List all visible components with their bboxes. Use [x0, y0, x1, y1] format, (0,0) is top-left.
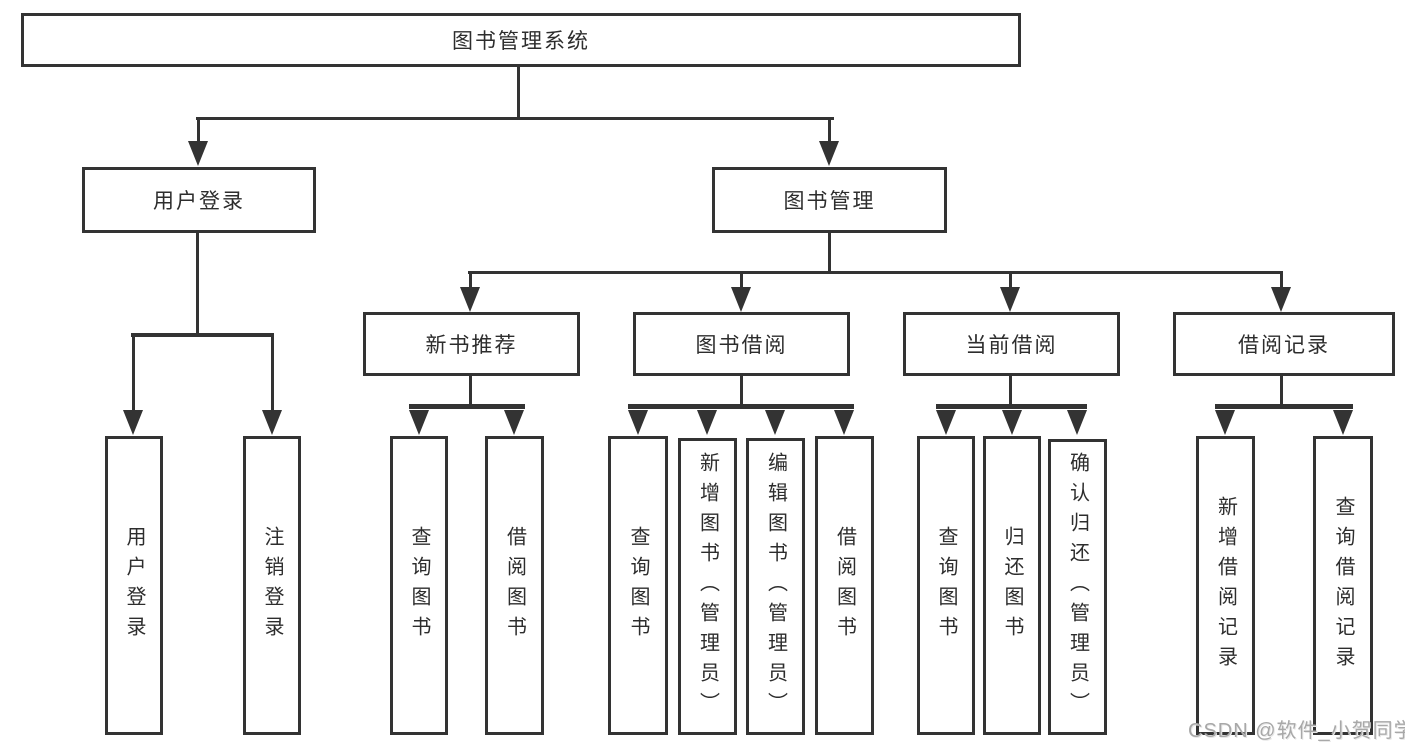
- management-arrow-stem-line: [828, 119, 831, 143]
- down-arrowhead: [628, 410, 648, 435]
- down-arrowhead: [765, 410, 785, 435]
- node-book-borrowing: 图书借阅: [633, 312, 850, 376]
- leaf-borrow-add-books-admin: 新增图书（管理员）: [678, 438, 737, 735]
- leaf-borrow-borrow-books: 借阅图书: [815, 436, 874, 735]
- leaf-label: 借阅图书: [833, 525, 856, 646]
- down-arrowhead: [123, 410, 143, 435]
- leaf-current-confirm-return-admin: 确认归还（管理员）: [1048, 439, 1107, 735]
- node-book-management: 图书管理: [712, 167, 947, 233]
- newbook-branch-bar: [409, 404, 525, 409]
- leaf-label: 新增图书（管理员）: [696, 451, 719, 722]
- leaf-label: 查询图书: [408, 525, 430, 646]
- leaf-records-add-record: 新增借阅记录: [1196, 436, 1255, 735]
- root-stem-line: [517, 67, 520, 117]
- leaf-label: 新增借阅记录: [1214, 495, 1237, 676]
- leaf-label: 借阅图书: [503, 525, 526, 646]
- level3-arrow-stem-line: [1280, 273, 1283, 290]
- down-arrowhead: [936, 410, 956, 435]
- watermark: CSDN @软件_小贺同学: [1188, 720, 1405, 742]
- login-arrow-stem-line: [197, 119, 200, 143]
- down-arrowhead: [1002, 410, 1022, 435]
- down-arrowhead: [460, 287, 480, 312]
- down-arrowhead: [834, 410, 854, 435]
- node-label: 图书管理: [783, 190, 876, 213]
- down-arrowhead: [262, 410, 282, 435]
- leaf-borrow-search-books: 查询图书: [608, 436, 668, 735]
- node-label: 图书管理系统: [452, 30, 590, 53]
- node-label: 借阅记录: [1238, 334, 1330, 357]
- node-borrowing-records: 借阅记录: [1173, 312, 1395, 376]
- node-current-borrowing: 当前借阅: [903, 312, 1120, 376]
- node-label: 图书借阅: [695, 334, 788, 357]
- current-stem-line: [1009, 375, 1012, 406]
- leaf-label: 归还图书: [1001, 525, 1023, 646]
- management-branch-line: [468, 271, 1283, 274]
- leaf-label: 确认归还（管理员）: [1066, 452, 1089, 722]
- node-new-book-recommendation: 新书推荐: [363, 312, 580, 376]
- level3-arrow-stem-line: [1009, 273, 1012, 290]
- down-arrowhead: [1271, 287, 1291, 312]
- leaf-label: 查询借阅记录: [1332, 495, 1354, 676]
- records-stem-line: [1280, 375, 1283, 406]
- down-arrowhead: [188, 141, 208, 166]
- current-branch-bar: [936, 404, 1087, 409]
- down-arrowhead: [409, 410, 429, 435]
- down-arrowhead: [1333, 410, 1353, 435]
- leaf-label: 注销登录: [261, 525, 283, 646]
- leaf-label: 查询图书: [935, 525, 957, 646]
- leaf-current-return-books: 归还图书: [983, 436, 1041, 735]
- leaf-newbook-borrow-books: 借阅图书: [485, 436, 544, 735]
- borrow-branch-bar: [628, 404, 854, 409]
- node-label: 用户登录: [153, 190, 245, 213]
- newbook-stem-line: [469, 375, 472, 406]
- leaf-newbook-search-books: 查询图书: [390, 436, 448, 735]
- leaf-label: 编辑图书（管理员）: [764, 451, 787, 722]
- down-arrowhead: [697, 410, 717, 435]
- down-arrowhead: [819, 141, 839, 166]
- leaf-logout: 注销登录: [243, 436, 301, 735]
- level3-arrow-stem-line: [740, 273, 743, 290]
- node-user-login: 用户登录: [82, 167, 316, 233]
- down-arrowhead: [1067, 410, 1087, 435]
- node-library-management-system: 图书管理系统: [21, 13, 1021, 67]
- records-branch-bar: [1215, 404, 1353, 409]
- login-child-stem-line: [271, 335, 274, 411]
- down-arrowhead: [1000, 287, 1020, 312]
- leaf-borrow-edit-books-admin: 编辑图书（管理员）: [746, 438, 805, 735]
- login-child-stem-line: [132, 335, 135, 411]
- leaf-label: 查询图书: [627, 525, 649, 646]
- leaf-user-login: 用户登录: [105, 436, 163, 735]
- management-stem-line: [828, 233, 831, 273]
- borrow-stem-line: [740, 375, 743, 406]
- leaf-records-search-record: 查询借阅记录: [1313, 436, 1373, 735]
- down-arrowhead: [1215, 410, 1235, 435]
- down-arrowhead: [504, 410, 524, 435]
- login-branch-line: [131, 333, 274, 337]
- down-arrowhead: [731, 287, 751, 312]
- level3-arrow-stem-line: [469, 273, 472, 290]
- node-label: 新书推荐: [425, 334, 518, 357]
- root-branch-line: [196, 117, 834, 120]
- leaf-current-search-books: 查询图书: [917, 436, 975, 735]
- leaf-label: 用户登录: [123, 525, 145, 646]
- login-stem-line: [196, 233, 199, 335]
- node-label: 当前借阅: [965, 334, 1058, 357]
